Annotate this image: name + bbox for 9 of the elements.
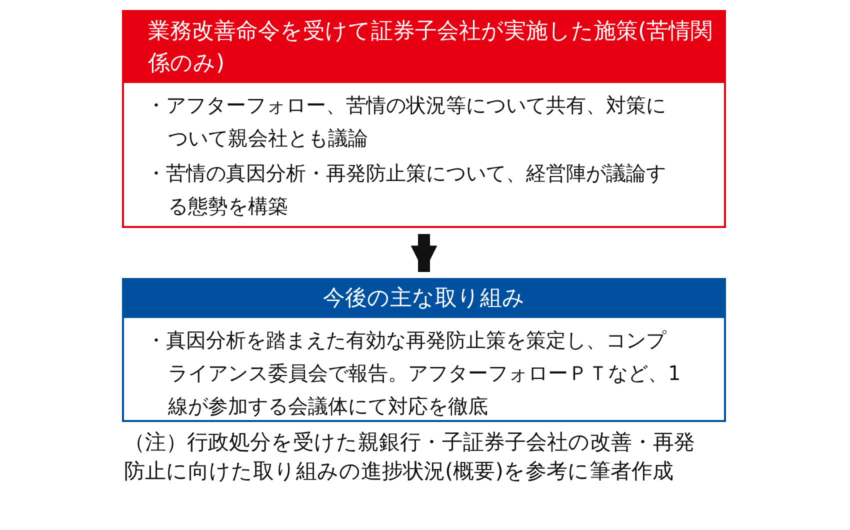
text-box [122,278,726,422]
bullet-item: ・真因分析を踏まえた有効な再発防止策を策定し、コンプライアンス委員会で報告。アフターフォローＰＴなど、1線が参加する会議体にて対応を徹底 [145,327,682,420]
bullet-item: ・苦情の真因分析・再発防止策について、経営陣が議論する態勢を構築 [145,160,667,220]
box-heading: 今後の主な取り組み [124,280,724,318]
arrow [410,234,438,272]
bullet-item: ・アフターフォロー、苦情の状況等について共有、対策について親会社とも議論 [145,92,667,152]
text-box [122,10,726,228]
caption: （注）行政処分を受けた親銀行・子証券子会社の改善・再発防止に向けた取り組みの進捗状況(概要)を参考に筆者作成 [124,429,696,485]
box-heading: 業務改善命令を受けて証券子会社が実施した施策(苦情関係のみ) [124,12,724,83]
